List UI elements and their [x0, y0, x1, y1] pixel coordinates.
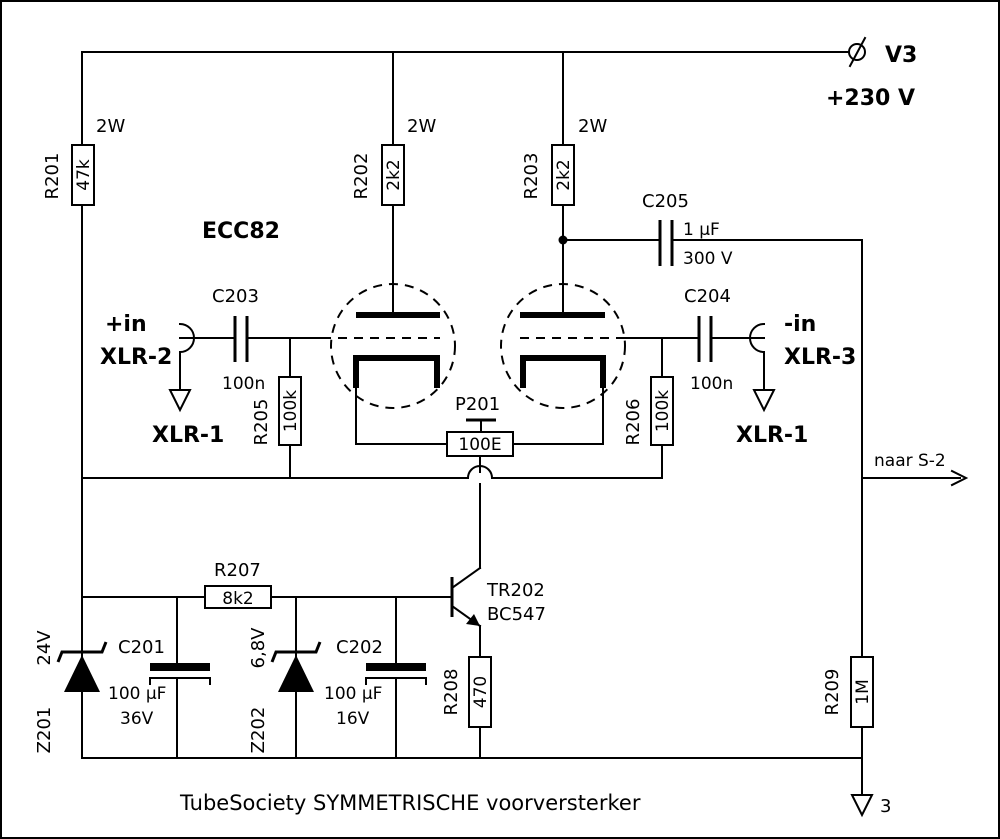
- r208-ref: R208: [441, 669, 462, 716]
- ground-arrow-xlr1-left: [168, 389, 192, 413]
- c205-voltage: 300 V: [683, 249, 733, 269]
- zener-z202: [270, 596, 322, 759]
- triode-right: [500, 283, 662, 409]
- r209-ref: R209: [822, 669, 843, 716]
- capacitor-c205: [658, 220, 674, 266]
- z202-ref: Z202: [248, 707, 269, 754]
- c203-ref: C203: [212, 286, 259, 307]
- tube-type-label: ECC82: [202, 219, 280, 244]
- r203-power: 2W: [578, 116, 607, 137]
- c201-voltage: 36V: [120, 709, 154, 729]
- xlr1-left-label: XLR-1: [152, 423, 224, 448]
- supply-voltage-label: +230 V: [826, 86, 915, 111]
- capacitor-c201: [149, 663, 211, 685]
- r206-value: 100k: [653, 390, 673, 432]
- c204-value: 100n: [690, 374, 733, 394]
- z202-value: 6,8V: [248, 627, 269, 669]
- c202-voltage: 16V: [336, 709, 370, 729]
- r202-ref: R202: [351, 153, 372, 200]
- xlr2-label: XLR-2: [100, 345, 172, 370]
- r203-ref: R203: [521, 153, 542, 200]
- drawing-title: TubeSociety SYMMETRISCHE voorversterker: [179, 791, 641, 815]
- capacitor-c204: [697, 316, 713, 362]
- r201-ref: R201: [42, 153, 63, 200]
- r207-value: 8k2: [222, 589, 253, 609]
- minus-in-label: -in: [784, 312, 816, 337]
- ground-arrow-3: [850, 794, 874, 818]
- ground-arrow-xlr1-right: [752, 389, 776, 413]
- plus-in-label: +in: [105, 312, 147, 337]
- z201-value: 24V: [34, 630, 55, 666]
- r209-value: 1M: [853, 679, 873, 704]
- p201-value: 100E: [458, 435, 501, 455]
- c205-ref: C205: [642, 191, 689, 212]
- input-jack-right: [749, 322, 766, 354]
- c201-value: 100 µF: [108, 684, 166, 704]
- c203-value: 100n: [222, 374, 265, 394]
- r208-value: 470: [471, 676, 491, 708]
- tr202-type: BC547: [487, 604, 546, 625]
- r205-ref: R205: [251, 399, 272, 446]
- supply-rail: [81, 36, 867, 68]
- z201-ref: Z201: [34, 707, 55, 754]
- r201-value: 47k: [74, 159, 94, 191]
- xlr3-label: XLR-3: [784, 345, 856, 370]
- output-label: naar S-2: [874, 451, 946, 471]
- c201-ref: C201: [118, 637, 165, 658]
- ground-node-label: 3: [880, 796, 891, 817]
- r201-power: 2W: [96, 116, 125, 137]
- r203-value: 2k2: [554, 159, 574, 190]
- capacitor-c203: [233, 316, 249, 362]
- transistor-tr202: [444, 564, 482, 658]
- c202-value: 100 µF: [324, 684, 382, 704]
- r202-value: 2k2: [384, 159, 404, 190]
- c204-ref: C204: [684, 286, 731, 307]
- triode-left: [290, 283, 456, 409]
- tr202-ref: TR202: [486, 580, 545, 601]
- r205-value: 100k: [281, 390, 301, 432]
- xlr1-right-label: XLR-1: [736, 423, 808, 448]
- r207-ref: R207: [214, 560, 261, 581]
- r206-ref: R206: [623, 399, 644, 446]
- supply-node-label: V3: [885, 43, 917, 68]
- zener-z201: [56, 641, 108, 759]
- p201-ref: P201: [455, 394, 500, 415]
- c202-ref: C202: [336, 637, 383, 658]
- r202-power: 2W: [407, 116, 436, 137]
- c205-value: 1 µF: [683, 220, 720, 240]
